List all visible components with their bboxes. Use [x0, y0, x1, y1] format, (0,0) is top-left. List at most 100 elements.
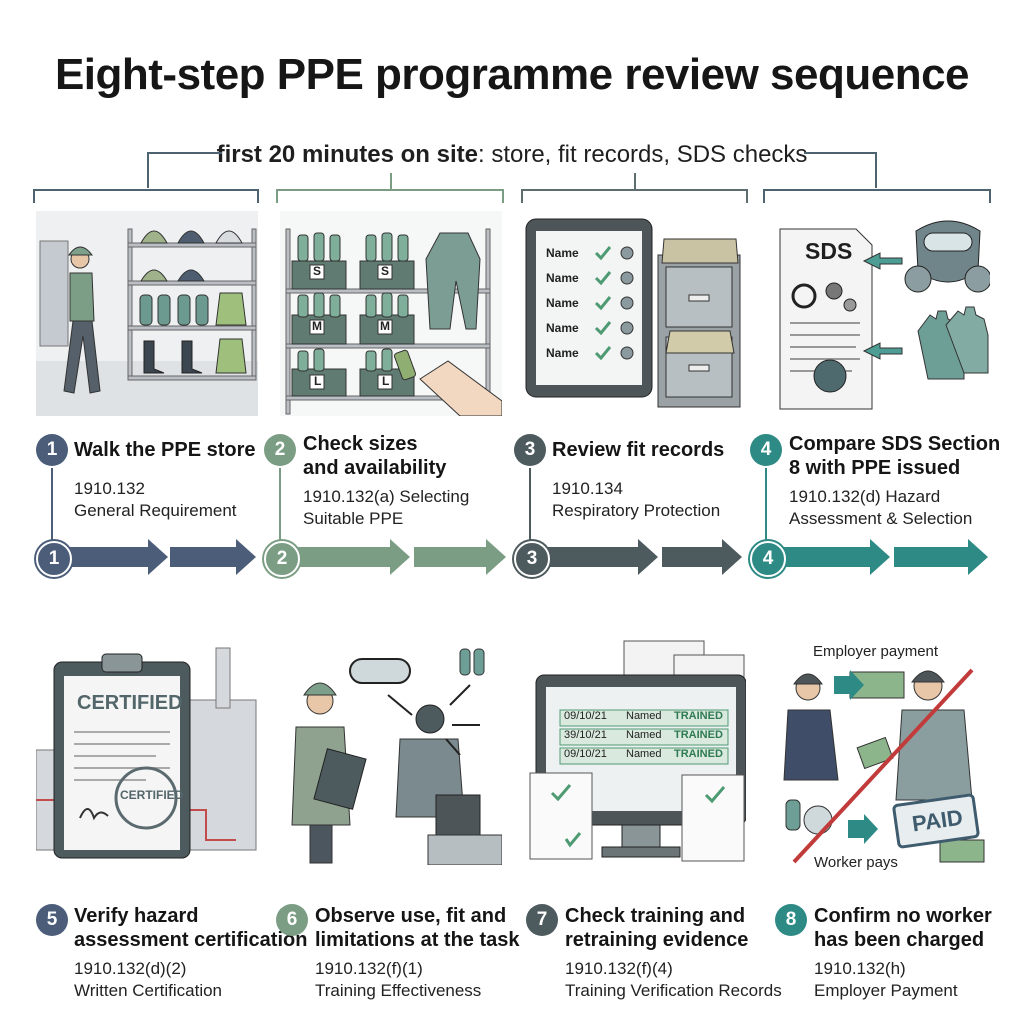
- step-5-ref-code: 1910.132(d)(2): [74, 959, 187, 978]
- respirator-icon: [904, 220, 990, 293]
- step-1-badge: 1: [36, 434, 68, 466]
- step-2-ref-name: Suitable PPE: [303, 509, 404, 528]
- sds-label: SDS: [805, 238, 853, 264]
- step-8-badge: 8: [775, 904, 807, 936]
- step-5-title-line1: Verify hazard: [74, 905, 199, 927]
- file-cabinet-icon: [657, 238, 741, 408]
- respirator-icon: [620, 246, 634, 360]
- training-row-date: 09/10/21: [564, 748, 607, 760]
- size-label: M: [380, 319, 390, 333]
- arrow-segment-2: [296, 539, 506, 575]
- arrow-segment-1: [66, 539, 256, 575]
- glove-icon: [785, 799, 801, 831]
- biohazard-icon: [791, 283, 817, 309]
- step-1-ref-name: General Requirement: [74, 501, 237, 520]
- training-row-name: Named: [626, 710, 662, 722]
- sequence-node-3: 3: [514, 541, 550, 577]
- training-row-date: 39/10/21: [564, 729, 607, 741]
- step-2-title-line1: Check sizes: [303, 433, 418, 455]
- sequence-arrows: [51, 468, 988, 575]
- step-5-ref-name: Written Certification: [74, 981, 223, 1000]
- goggles-icon: [349, 658, 411, 684]
- step-2-title-line2: and availability: [303, 457, 447, 479]
- step-4-title-line2: 8 with PPE issued: [789, 457, 961, 479]
- illustration-fit-records: Name Name Name Name Name: [524, 211, 746, 416]
- step-4-badge: 4: [750, 434, 782, 466]
- size-label: S: [381, 264, 390, 278]
- helmet-icon: [140, 230, 243, 282]
- worker-icon: [63, 246, 101, 394]
- certified-stamp: CERTIFIED: [120, 788, 184, 802]
- illustration-sds-compare: SDS: [768, 211, 990, 416]
- step-6-ref-code: 1910.132(f)(1): [315, 959, 423, 978]
- cash-icon: [849, 671, 985, 863]
- vest-icon: [215, 292, 247, 374]
- arrow-segment-3: [546, 539, 742, 575]
- tablet-icon: [525, 218, 653, 398]
- step-5-badge: 5: [36, 904, 68, 936]
- page-title: Eight-step PPE programme review sequence: [54, 50, 970, 99]
- step-3-title: Review fit records: [552, 439, 725, 461]
- size-label: M: [312, 319, 322, 333]
- illustration-payment: Employer payment Worker pays PAID: [768, 640, 990, 870]
- subtitle-rest: : store, fit records, SDS checks: [477, 141, 808, 168]
- sequence-node-2: 2: [264, 541, 300, 577]
- step-5-title-line2: assessment certification: [74, 929, 308, 951]
- coverall-icon: [425, 232, 481, 330]
- step-1-title: Walk the PPE store: [74, 439, 256, 461]
- sequence-node-4: 4: [750, 541, 786, 577]
- size-label: L: [382, 374, 390, 388]
- illustration-ppe-store: [36, 211, 258, 416]
- training-row-status: TRAINED: [674, 710, 723, 722]
- step-4-ref-name: Assessment & Selection: [789, 509, 973, 528]
- section-subtitle: first 20 minutes on site: store, fit rec…: [0, 141, 1024, 169]
- step-7-ref-name: Training Verification Records: [565, 981, 782, 1000]
- step-8-ref-code: 1910.132(h): [814, 959, 906, 978]
- step-2-badge: 2: [264, 434, 296, 466]
- glove-icon: [139, 294, 209, 326]
- step-1-ref-code: 1910.132: [74, 479, 145, 498]
- glove-icon: [917, 306, 989, 380]
- fit-record-name: Name: [546, 246, 579, 260]
- illustration-observe-use: [280, 635, 502, 865]
- step-7-title-line2: retraining evidence: [565, 929, 749, 951]
- step-8-ref: 1910.132(h) Employer Payment: [814, 958, 958, 1002]
- sequence-node-1: 1: [36, 541, 72, 577]
- illustration-certification: CERTIFIED CERTIFIED: [36, 640, 258, 865]
- step-2-ref-code: 1910.132(a) Selecting: [303, 487, 470, 506]
- training-row-status: TRAINED: [674, 748, 723, 760]
- employer-payment-label: Employer payment: [813, 643, 939, 660]
- gear-icon: [813, 282, 857, 393]
- fit-record-name: Name: [546, 271, 579, 285]
- fit-record-name: Name: [546, 296, 579, 310]
- training-row-status: TRAINED: [674, 729, 723, 741]
- step-8-title-line2: has been charged: [814, 929, 985, 951]
- step-5-ref: 1910.132(d)(2) Written Certification: [74, 958, 222, 1002]
- certified-heading: CERTIFIED: [77, 692, 183, 714]
- step-7-title-line1: Check training and: [565, 905, 746, 927]
- step-4-title-line1: Compare SDS Section: [789, 433, 1001, 455]
- subtitle-emphasis: first 20 minutes on site: [216, 141, 478, 168]
- cross-out-icon: [792, 668, 974, 864]
- step-8-ref-name: Employer Payment: [814, 981, 958, 1000]
- arrow-segment-4: [782, 539, 988, 575]
- step-7-ref-code: 1910.132(f)(4): [565, 959, 673, 978]
- boot-icon: [143, 340, 203, 374]
- training-row-name: Named: [626, 729, 662, 741]
- step-3-badge: 3: [514, 434, 546, 466]
- glove-icon: [459, 648, 485, 676]
- step-6-title-line1: Observe use, fit and: [315, 905, 507, 927]
- worker-pays-label: Worker pays: [814, 854, 898, 870]
- subtitle-bracket: [33, 152, 991, 203]
- size-label: S: [313, 264, 322, 278]
- step-6-ref: 1910.132(f)(1)Training Effectiveness: [315, 958, 481, 1002]
